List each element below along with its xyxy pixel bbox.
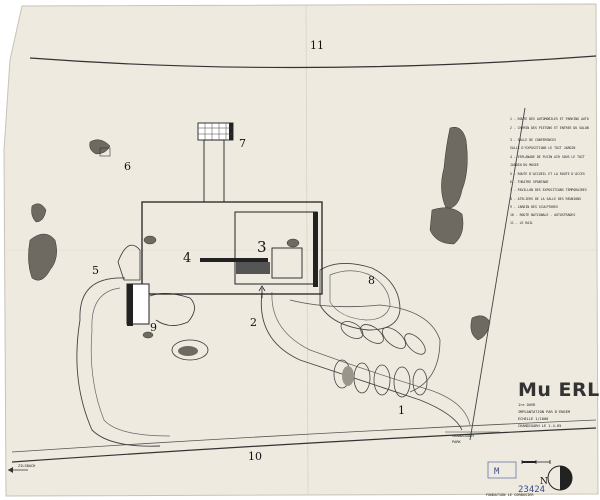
zone-label-1: 1 xyxy=(398,404,405,417)
pavilion-shadow xyxy=(229,123,233,140)
subtitle-line: 1re OUVR xyxy=(518,403,536,407)
subtitle-line: CHANDIGARH LE 1.4.65 xyxy=(518,424,561,428)
north-letter: N xyxy=(540,477,548,487)
legend-line: 2 - CHEMIN DES PIETONS ET ENTREE DU SALO… xyxy=(510,126,589,130)
legend-line: 10 - ROUTE NATIONALE - AUTOSTRADES xyxy=(510,213,575,217)
left-building-shadow xyxy=(127,284,133,326)
pedestrian-path-inner xyxy=(271,291,471,426)
legend-line: 5 - ROUTE D'ACCUEIL ET LA ROUTE D'ACCES xyxy=(510,172,585,176)
zone-label-11: 11 xyxy=(310,39,324,52)
zone-label-9: 9 xyxy=(150,321,157,334)
legend-line: 11 - LE RAIL xyxy=(510,221,533,225)
pavilion-grid xyxy=(198,123,233,140)
left-curve xyxy=(117,244,141,281)
zone-label-5: 5 xyxy=(92,264,99,277)
zone-label-4: 4 xyxy=(183,251,191,266)
archive-stamp-number: 23424 xyxy=(518,485,545,495)
pavilion-temporary xyxy=(197,122,234,141)
parking-hatched xyxy=(342,366,354,386)
legend-line: JARDIN DU MUSEE xyxy=(510,163,539,167)
direction-label: ZILSBACH xyxy=(18,464,35,468)
north-indicator-half xyxy=(560,466,572,490)
sculpture-pond xyxy=(171,339,209,361)
access-road-left xyxy=(76,277,161,447)
zone-label-8: 8 xyxy=(368,274,375,287)
access-road-left-inner xyxy=(90,287,171,437)
legend-line: 3 - SALLE DE CONFERENCES xyxy=(510,138,556,142)
tree-clusters xyxy=(28,127,491,341)
foundation-label: FONDATION LE CORBUSIER xyxy=(486,493,534,497)
plan-title: Mu ERL xyxy=(518,379,600,401)
legend-line: 9 - JARDIN DES SCULPTURES xyxy=(510,205,558,209)
parking-area xyxy=(333,321,428,398)
car-route xyxy=(319,263,401,331)
zone-label-3: 3 xyxy=(257,238,267,256)
sculpture-garden-wall xyxy=(149,293,195,326)
legend-line: SALLE D'EXPOSITIONS LE TOIT JARDIN xyxy=(510,146,575,150)
road-label: CHANDIGARH xyxy=(452,434,474,438)
scale-bar-fill xyxy=(522,461,536,463)
subtitle-line: IMPLANTATION PAR D'ENSEM xyxy=(518,410,571,414)
car-loop xyxy=(289,299,441,393)
boundary-line xyxy=(469,107,526,441)
legend-line: 1 - ROUTE DES AUTOMOBILES ET PARKING AUT… xyxy=(510,117,589,121)
theatre-spontane xyxy=(99,147,111,157)
zone-label-10: 10 xyxy=(248,450,262,463)
zone-label-2: 2 xyxy=(250,316,257,329)
museum-shadow-right xyxy=(313,212,318,287)
national-road xyxy=(11,427,597,463)
national-road-edge xyxy=(11,419,597,453)
legend-line: 6 - THEATRE SPONTANE xyxy=(510,180,548,184)
zone-label-7: 7 xyxy=(239,137,246,150)
entrance-arrow-icon xyxy=(258,285,266,298)
railway-line xyxy=(29,55,597,69)
archive-stamp-letter: M xyxy=(494,467,500,477)
sculpture-pond-fill xyxy=(178,346,198,356)
museum-esplanade xyxy=(141,201,323,295)
legend-line: 4 - ESPLANADE DE PLEIN AIR SOUS LE TOIT xyxy=(510,155,585,159)
ramp xyxy=(200,258,268,262)
legend-line: 8 - ATELIERS DE LA SALLE DES REUNIONS xyxy=(510,197,581,201)
subtitle-line: ECHELLE 1/1000 xyxy=(518,417,548,421)
legend: 1 - ROUTE DES AUTOMOBILES ET PARKING AUT… xyxy=(510,117,589,225)
road-label: PARK xyxy=(452,440,461,444)
conference-block xyxy=(271,247,303,279)
spine-block xyxy=(236,262,270,274)
legend-line: 7 - PAVILLON DES EXPOSITIONS TEMPORAIRES xyxy=(510,188,587,192)
pavilion-corridor xyxy=(203,139,225,203)
zone-label-6: 6 xyxy=(124,160,131,173)
archive-stamp-box xyxy=(487,461,517,479)
arrow-head-icon xyxy=(8,467,13,473)
